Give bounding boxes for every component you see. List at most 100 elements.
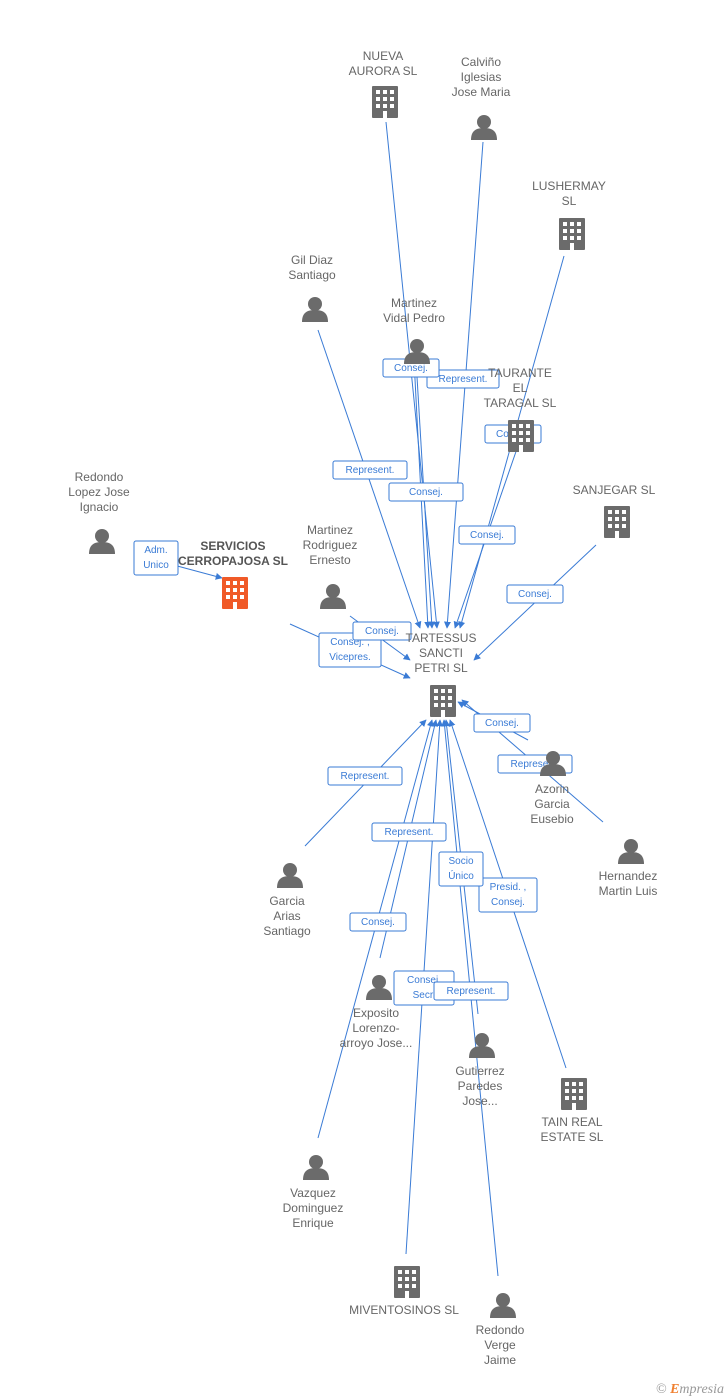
person-icon [320,584,346,609]
node-label: Jaime [484,1353,516,1367]
node-label: SERVICIOS [200,539,265,553]
edge-label-box [458,525,516,545]
node-label: Hernandez [599,869,658,883]
edge-label-box [371,822,447,842]
edge-label-box [318,632,382,668]
edge-label-vazquez[interactable]: Represent. [371,822,447,842]
node-label: Ernesto [309,553,351,567]
node-label: Redondo [476,1323,525,1337]
node-label: Eusebio [530,812,574,826]
edge-label-redondo_verge[interactable]: Represent. [433,981,509,1001]
edge-label-box [388,482,464,502]
node-label: Redondo [75,470,124,484]
node-label: SANCTI [419,646,463,660]
brand-logo[interactable]: © Empresia [656,1382,724,1398]
edge-label-text: Secr. [413,990,436,1001]
edge-label-text: Consej. , [330,637,369,648]
node-label: Dominguez [283,1201,344,1215]
edge-label-box [133,540,179,576]
edge-label-nueva_aurora[interactable]: Represent. [426,369,500,389]
node-label: Martin Luis [599,884,658,898]
node-label: Gil Diaz [291,253,333,267]
edge-label-servicios[interactable]: Consej. ,Vicepres. [318,632,382,668]
node-label: LUSHERMAY [532,179,606,193]
building-icon [394,1266,420,1298]
person-icon [618,839,644,864]
person-icon [302,297,328,322]
edge-label-box [506,584,564,604]
edge-label-azorin[interactable]: Consej. [473,713,531,733]
person-icon [471,115,497,140]
edge-label-taurante[interactable]: Consej. [458,525,516,545]
edge-label-text: Represent. [439,374,488,385]
node-label: AURORA SL [349,64,418,78]
node-label: Azorin [535,782,569,796]
edge-label-box [426,369,500,389]
edge-label-text: Consej. [365,626,399,637]
node-label: Lorenzo- [352,1021,399,1035]
node-label: Iglesias [461,70,502,84]
edge-label-text: Represent. [511,759,560,770]
person-icon [366,975,392,1000]
building-icon [604,506,630,538]
node-gutierrez[interactable]: GutierrezParedesJose... [455,1033,505,1108]
node-label: Paredes [458,1079,503,1093]
edge-label-box [438,851,484,887]
edge-label-text: Consej. [470,530,504,541]
node-label: Jose... [462,1094,497,1108]
node-label: Exposito [353,1006,399,1020]
node-label: TARAGAL SL [484,396,557,410]
node-label: Arias [273,909,300,923]
edge-label-box [478,877,538,913]
edge-label-text: Unico [143,560,169,571]
edge-label-box [352,621,412,641]
node-label: Jose Maria [452,85,511,99]
edge-label-tain[interactable]: Presid. ,Consej. [478,877,538,913]
edge-label-box [349,912,407,932]
edge-label-martinez_rodriguez[interactable]: Consej. [352,621,412,641]
node-label: NUEVA [363,49,403,63]
node-miventosinos[interactable]: MIVENTOSINOS SL [349,1266,459,1317]
edge-label-text: Consej. [394,363,428,374]
edge-label-text: Consej. [409,487,443,498]
building-icon [561,1078,587,1110]
copyright-mark: © [655,1382,667,1397]
edge-label-sanjegar[interactable]: Consej. [506,584,564,604]
edge-label-text: Consej. [491,897,525,908]
edge-label-redondo_lopez[interactable]: Adm. Unico [133,540,179,576]
edge-label-text: Adm. [144,545,167,556]
edge-label-text: Consej. [485,718,519,729]
edge-label-box [332,460,408,480]
node-label: Verge [484,1338,516,1352]
person-icon [490,1293,516,1318]
node-label: Vazquez [290,1186,336,1200]
edge-label-gil_diaz[interactable]: Represent. [332,460,408,480]
node-sanjegar[interactable]: SANJEGAR SL [573,483,656,538]
node-label: arroyo Jose... [340,1036,413,1050]
person-icon [277,863,303,888]
edge-label-martinez_vidal[interactable]: Consej. [388,482,464,502]
node-label: Ignacio [80,500,119,514]
edge-label-exposito[interactable]: Consej. [349,912,407,932]
edge-label-garcia_arias[interactable]: Represent. [327,766,403,786]
